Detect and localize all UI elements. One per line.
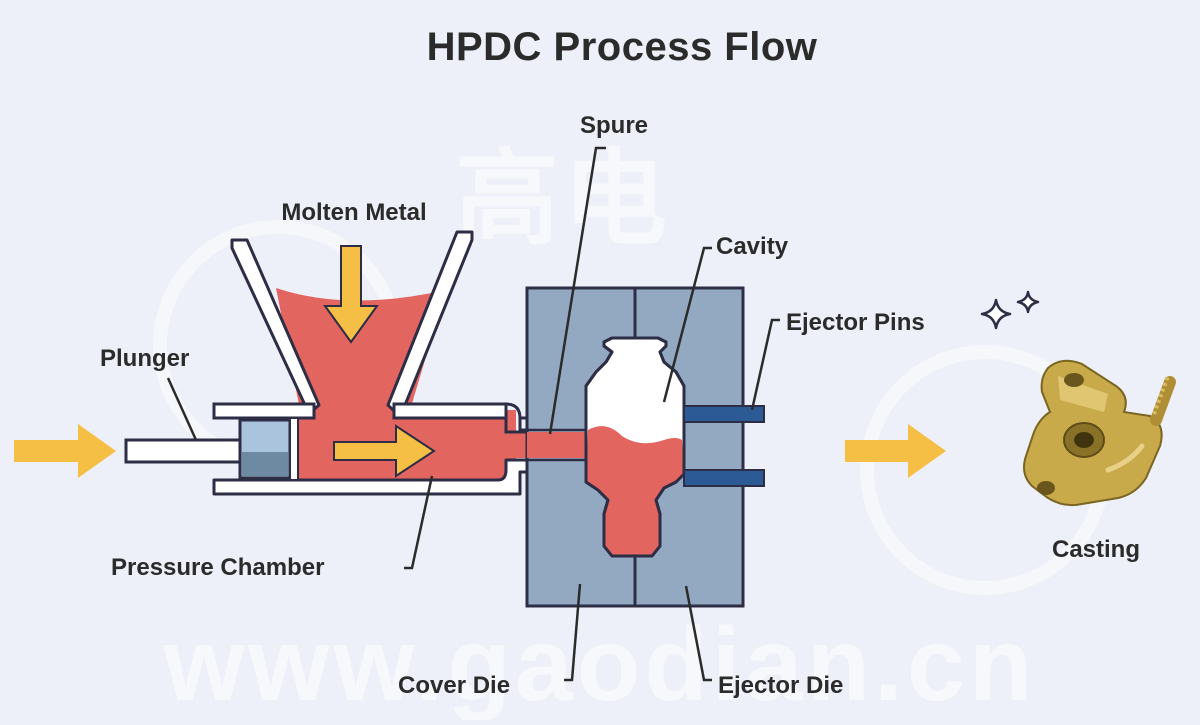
cavity [584,336,686,558]
ejector-pin-top [683,405,765,423]
label-casting: Casting [1052,536,1140,563]
page-title: HPDC Process Flow [427,25,818,69]
molten-flow-arrow [333,424,436,478]
leader-cover-die [564,583,582,682]
label-cavity: Cavity [716,233,789,260]
leader-lines [166,146,780,682]
label-spure: Spure [580,112,648,139]
watermark-chinese: 高电 [455,142,671,258]
label-ejector-pins: Ejector Pins [786,309,925,336]
plunger-rod [124,438,242,464]
casting-part [1023,359,1176,507]
plunger-tip [238,417,299,481]
leader-plunger [166,377,198,441]
ejector-pin-bottom [683,469,765,487]
leader-pressure-chamber [404,475,434,570]
leader-cavity [662,246,712,403]
leader-spure [548,146,606,435]
watermark: 高电 www.gaodian.cn [153,142,1110,723]
output-arrow [845,424,946,478]
runner-channel [527,432,587,458]
ejector-pins [683,405,765,487]
pressure-chamber [212,402,602,496]
leader-ejector-die [684,585,712,682]
sparkle-icon [980,290,1040,330]
label-plunger: Plunger [100,345,189,372]
watermark-url: www.gaodian.cn [163,607,1037,720]
pour-arrow [323,245,379,344]
leader-ejector-pins [750,318,780,411]
input-arrow [14,424,116,478]
label-ejector-die: Ejector Die [718,672,843,699]
label-cover-die: Cover Die [398,672,510,699]
label-pressure-chamber: Pressure Chamber [111,554,324,581]
label-molten-metal: Molten Metal [281,199,426,226]
